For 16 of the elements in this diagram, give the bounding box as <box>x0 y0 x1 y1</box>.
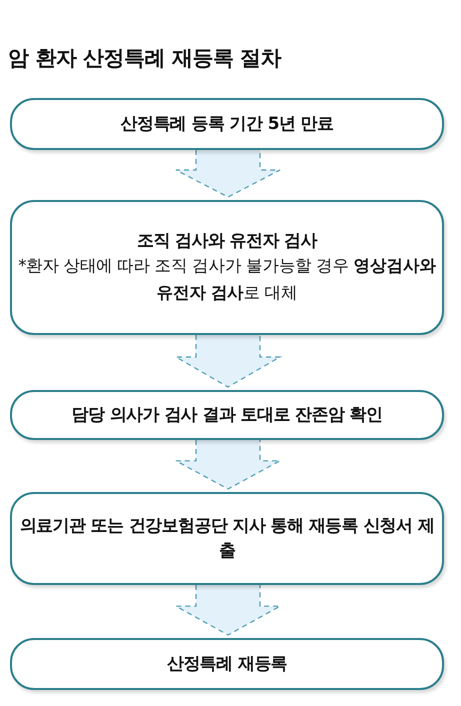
block-arrow <box>175 149 281 198</box>
process-box <box>10 638 444 690</box>
title: 암 환자 산정특례 재등록 절차 <box>8 45 282 72</box>
block-arrow <box>174 584 282 636</box>
block-arrow <box>175 439 281 490</box>
step-text: 의료기관 또는 건강보험공단 지사 통해 재등록 신청서 제출 <box>18 514 436 562</box>
process-box <box>10 492 444 585</box>
block-arrow <box>174 334 282 388</box>
step-text: 산정특례 재등록 <box>166 652 288 676</box>
process-box <box>10 390 444 440</box>
step-text: 산정특례 등록 기간 5년 만료 <box>120 112 334 136</box>
process-box <box>10 200 444 335</box>
step-text: 조직 검사와 유전자 검사 <box>136 230 318 253</box>
step-note: *환자 상태에 따라 조직 검사가 불가능할 경우 영상검사와 유전자 검사로 대체 <box>17 255 437 304</box>
process-box <box>10 98 444 150</box>
step-text: 담당 의사가 검사 결과 토대로 잔존암 확인 <box>70 404 384 427</box>
